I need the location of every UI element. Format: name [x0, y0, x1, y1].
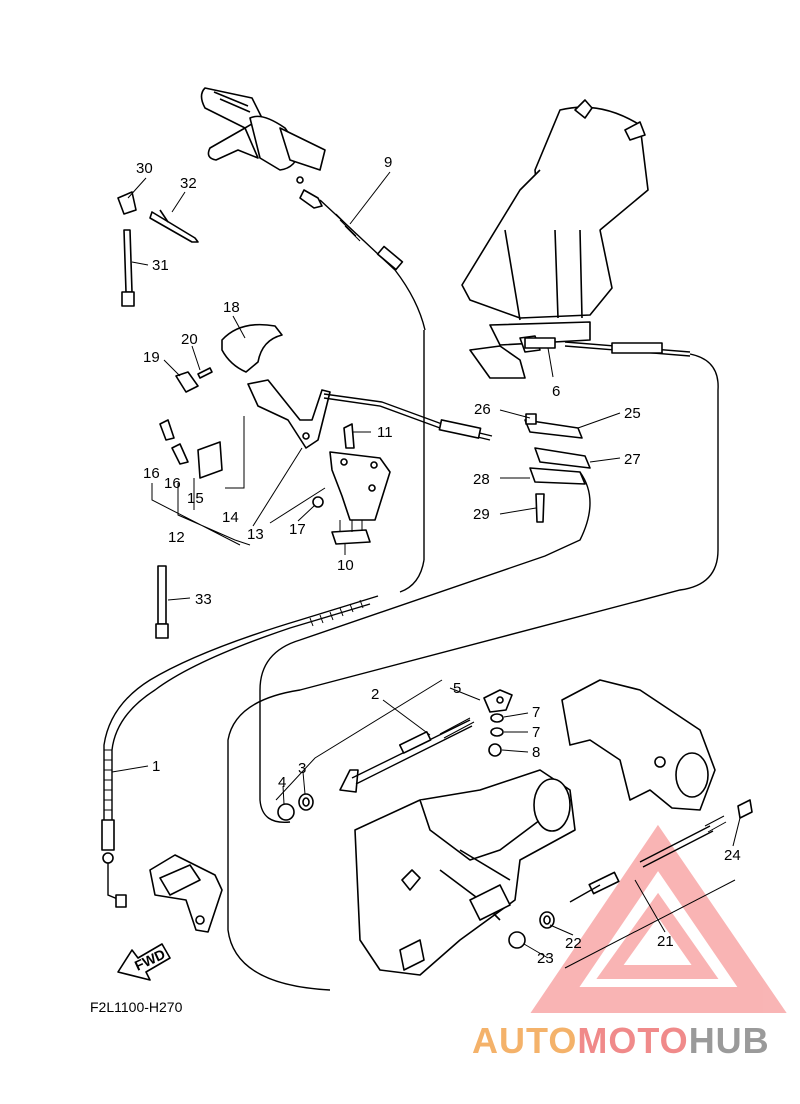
washer-7b — [490, 727, 504, 737]
nut-23 — [508, 931, 526, 949]
callout-25: 25 — [624, 405, 641, 422]
callout-15: 15 — [187, 490, 204, 507]
cable-holder-bracket — [149, 854, 223, 933]
bolts-16 — [159, 419, 189, 465]
fwd-arrow-icon: FWD — [117, 943, 171, 981]
callout-24: 24 — [724, 847, 741, 864]
bracket-outline — [225, 416, 245, 489]
callout-14: 14 — [222, 509, 239, 526]
throttle-cable-9 — [319, 199, 426, 593]
plate-15 — [197, 441, 223, 479]
callout-28: 28 — [473, 471, 490, 488]
nut-8 — [488, 743, 502, 757]
callout-1: 1 — [152, 758, 160, 775]
callout-20: 20 — [181, 331, 198, 348]
watermark-auto: AUTO — [472, 1020, 578, 1061]
callout-8: 8 — [532, 744, 540, 761]
watermark-triangle — [530, 824, 787, 1013]
plate-28 — [529, 467, 586, 485]
callout-31: 31 — [152, 257, 169, 274]
callout-4: 4 — [278, 774, 286, 791]
callout-23: 23 — [537, 950, 554, 967]
bracket-14 — [247, 379, 331, 449]
plate-10 — [331, 520, 371, 545]
callout-27: 27 — [624, 451, 641, 468]
callout-5: 5 — [453, 680, 461, 697]
shift-cable-upper — [323, 393, 493, 441]
leader-lines — [111, 171, 741, 969]
callout-2: 2 — [371, 686, 379, 703]
cable-6 — [227, 337, 719, 991]
callout-17: 17 — [289, 521, 306, 538]
clip-30 — [117, 191, 137, 215]
callout-labels: 30 32 31 9 18 20 19 6 26 25 11 27 16 16 … — [136, 154, 741, 967]
cable-21 — [569, 799, 753, 903]
washer-7a — [490, 713, 504, 723]
shift-rod-2 — [339, 717, 475, 793]
callout-13: 13 — [247, 526, 264, 543]
steering-column — [461, 99, 649, 379]
diagram-code: F2L1100-H270 — [90, 999, 183, 1015]
cable-tie-33 — [155, 565, 169, 639]
callout-12: 12 — [168, 529, 185, 546]
jet-pump — [354, 769, 576, 976]
watermark-logo: AUTOMOTOHUB — [472, 1020, 770, 1062]
callout-22: 22 — [565, 935, 582, 952]
callout-30: 30 — [136, 160, 153, 177]
handle-cover-18 — [221, 323, 283, 373]
callout-33: 33 — [195, 591, 212, 608]
callout-19: 19 — [143, 349, 160, 366]
callout-29: 29 — [473, 506, 490, 523]
callout-16a: 16 — [143, 465, 160, 482]
callout-18: 18 — [223, 299, 240, 316]
grommet-19 — [175, 371, 199, 393]
callout-9: 9 — [384, 154, 392, 171]
washer-22 — [539, 911, 555, 929]
callout-7b: 7 — [532, 724, 540, 741]
choke-cable-1 — [101, 595, 379, 908]
pin-29 — [535, 493, 545, 523]
callout-3: 3 — [298, 760, 306, 777]
bolt-26 — [525, 413, 537, 425]
nut-17 — [312, 496, 324, 508]
watermark-moto: MOTO — [577, 1020, 689, 1061]
pin-11 — [343, 423, 355, 449]
shift-cable-route — [259, 471, 591, 824]
bracket-13 — [329, 451, 391, 521]
callout-7a: 7 — [532, 704, 540, 721]
pin-32 — [149, 209, 199, 243]
callout-10: 10 — [337, 557, 354, 574]
washer-3 — [298, 793, 314, 811]
callout-26: 26 — [474, 401, 491, 418]
screw-20 — [197, 367, 213, 379]
callout-32: 32 — [180, 175, 197, 192]
nut-4 — [277, 803, 295, 821]
watermark-hub: HUB — [688, 1020, 770, 1061]
clamp-27 — [524, 419, 591, 469]
callout-6: 6 — [552, 383, 560, 400]
steering-nozzle — [561, 679, 716, 811]
callout-11: 11 — [377, 424, 393, 441]
joint-5 — [483, 689, 513, 713]
callout-16b: 16 — [164, 475, 181, 492]
callout-21: 21 — [657, 933, 674, 950]
cable-tie-31 — [121, 229, 135, 307]
throttle-lever-assembly — [200, 87, 326, 209]
